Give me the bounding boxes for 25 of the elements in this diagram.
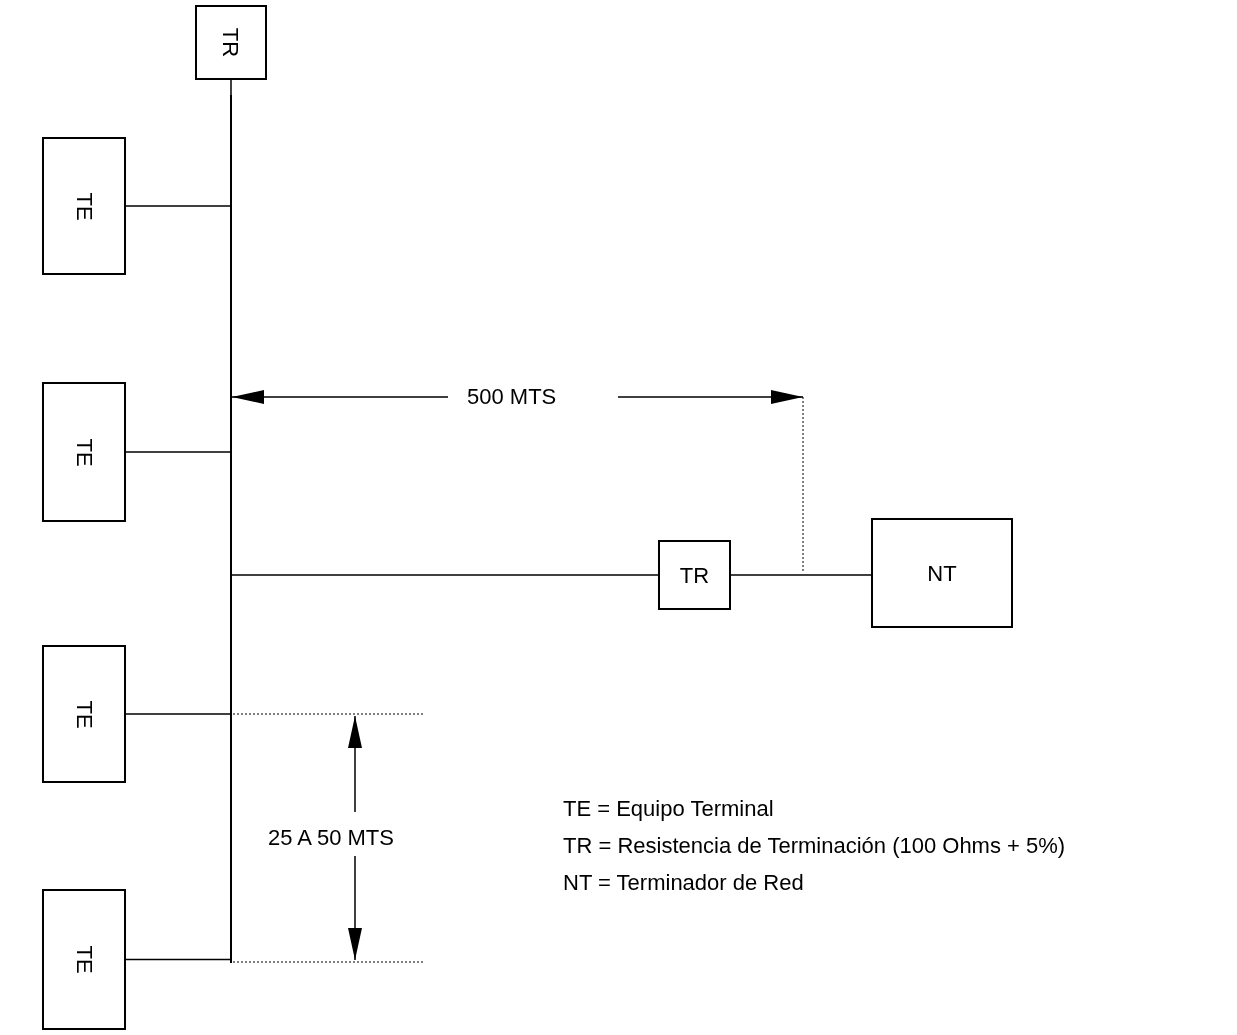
node-label: TR xyxy=(217,27,245,58)
node-label: TE xyxy=(70,191,98,221)
legend-note: TE = Equipo Terminal xyxy=(563,795,774,823)
terminal-box xyxy=(871,518,1013,628)
node-label: TE xyxy=(70,945,98,974)
connector-line xyxy=(125,713,231,715)
connector-line xyxy=(231,574,659,576)
connector-line xyxy=(125,958,231,961)
node-label: TE xyxy=(70,437,98,467)
terminal-box xyxy=(42,137,126,275)
terminal-box xyxy=(42,889,126,1030)
node-label: NT xyxy=(927,559,957,588)
node-label: TE xyxy=(70,699,98,729)
terminal-box xyxy=(42,645,126,783)
terminal-box xyxy=(658,540,731,610)
terminal-box xyxy=(195,5,267,80)
connector-line xyxy=(230,79,232,96)
terminal-box xyxy=(42,382,126,522)
legend-note: TR = Resistencia de Terminación (100 Ohms + 5%) xyxy=(563,832,1066,860)
bus-line xyxy=(230,95,232,963)
connector-line xyxy=(125,205,231,207)
legend-note: NT = Terminador de Red xyxy=(563,869,804,897)
node-label: TR xyxy=(679,561,710,590)
connector-line xyxy=(730,574,872,576)
connector-line xyxy=(125,451,231,453)
